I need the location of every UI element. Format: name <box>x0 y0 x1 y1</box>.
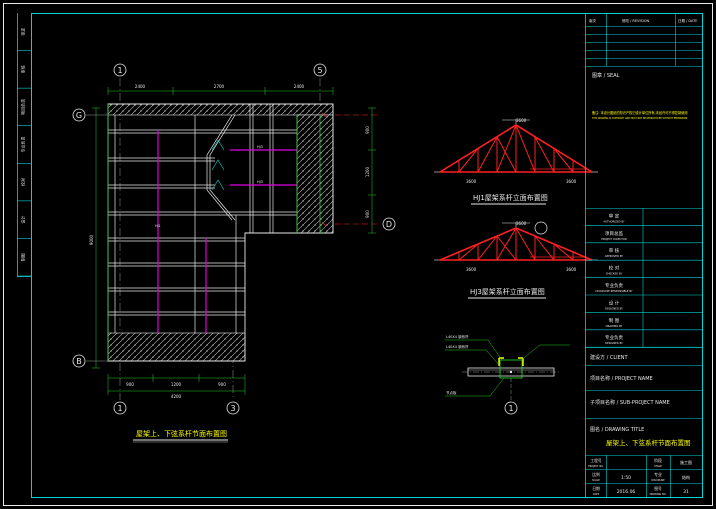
svg-text:HJ3: HJ3 <box>257 145 263 149</box>
role-label: 项目总监 <box>605 230 623 237</box>
role-label: 专业负责 <box>605 334 623 341</box>
discipline-value: 结构 <box>682 474 690 480</box>
truss2-right-dim: 3600 <box>566 267 577 272</box>
axis-bottom-right: 3 <box>230 404 235 413</box>
axis-left-bottom: B <box>76 357 82 366</box>
project-no-en: PROJECT NO. <box>588 465 604 468</box>
role-label-en: CHECKED BY <box>606 272 623 276</box>
bottom-total-dim: 4200 <box>171 394 182 399</box>
drawing-no-en: DRAWING NO. <box>650 493 667 496</box>
detail-axis: 1 <box>508 404 513 413</box>
inner-frame <box>31 13 703 498</box>
rev-no-header: 版次 <box>589 18 597 23</box>
stage-en: STAGE <box>654 465 662 468</box>
bottom-dim-3: 900 <box>218 382 226 387</box>
role-label-en: APPROVED BY <box>605 254 624 258</box>
role-label: 审 核 <box>609 247 620 254</box>
project-name-label: 项目名称 / PROJECT NAME <box>590 375 653 382</box>
left-strip-label: 设计 <box>20 216 26 224</box>
role-label: 校 对 <box>609 265 620 272</box>
top-dim-3: 2400 <box>294 84 305 89</box>
svg-text:HJ3: HJ3 <box>257 180 263 184</box>
stage-value: 施工图 <box>680 459 692 465</box>
date-header: 日期 / DATE <box>678 18 698 23</box>
drawing-no-value: 31 <box>683 489 689 495</box>
right-dim-1: 900 <box>365 126 370 134</box>
axis-right-bottom: D <box>386 220 392 229</box>
detail-note-3: 节点板 <box>446 390 457 395</box>
axis-bottom-left: 1 <box>117 404 122 413</box>
right-dim-3: 900 <box>365 210 370 218</box>
truss1-caption: HJ1屋架系杆立面布置图 <box>473 193 548 202</box>
role-label-en: DRAWING BY <box>606 324 623 328</box>
left-strip-label: 项目负责 <box>20 99 26 115</box>
scale-label: 比例 <box>592 472 600 477</box>
date-value: 2016.06 <box>617 489 636 495</box>
revision-header: 修改 / REVISION <box>622 18 649 23</box>
top-dim-2: 2700 <box>214 84 225 89</box>
title-block: 版次 修改 / REVISION 日期 / DATE 图章 / SEAL 备注:… <box>585 13 702 497</box>
left-strip-label: 审定 <box>20 28 26 36</box>
role-label-en: DESIGNED BY <box>605 341 623 345</box>
subproject-label: 子项目名称 / SUB-PROJECT NAME <box>590 399 670 406</box>
svg-text:HJ1: HJ1 <box>155 224 161 228</box>
bottom-dim-2: 1200 <box>171 382 182 387</box>
top-dim-1: 2400 <box>135 84 146 89</box>
project-no-label: 工程号 <box>590 458 602 463</box>
node-detail: L40X4 钢系杆 L40X4 钢系杆 节点板 1 <box>445 334 570 415</box>
date-en: DATE <box>593 493 600 496</box>
drawing-title: 屋架上、下弦系杆节面布置图 <box>606 438 691 447</box>
right-dim-2: 1200 <box>365 166 370 177</box>
discipline-label: 专业 <box>654 472 662 477</box>
role-label-en: PROJECT DIRECTOR <box>601 237 627 241</box>
left-strip-label: 审核 <box>20 65 26 73</box>
note-en: THIS DRAWING IS COPYRIGHT AND MUST NOT B… <box>592 117 688 120</box>
roof-plan: 2400 2700 2400 900 1200 900 4200 9000 90… <box>72 63 396 443</box>
truss-hj1-elevation: 3600 3600 3600 HJ1屋架系杆立面布置图 <box>434 118 598 205</box>
detail-note-1: L40X4 钢系杆 <box>446 334 469 339</box>
role-label: 专业负责 <box>605 282 623 289</box>
truss2-caption: HJ3屋架系杆立面布置图 <box>470 287 545 296</box>
seal-label: 图章 / SEAL <box>592 72 620 79</box>
role-label: 审 定 <box>609 212 620 219</box>
bottom-dim-1: 900 <box>126 382 134 387</box>
note-zh: 备注: 本设计图纸的知识产权归设计单位所有,未经许可不得复制使用 <box>592 110 688 115</box>
role-label: 设 计 <box>609 299 620 306</box>
scale-value: 1:50 <box>621 475 631 481</box>
truss2-left-dim: 3600 <box>466 267 477 272</box>
truss2-top-dim: 3600 <box>516 221 527 226</box>
truss1-left-dim: 3600 <box>466 179 477 184</box>
plan-caption: 屋架上、下弦系杆节面布置图 <box>136 429 227 438</box>
scale-en: SCALE <box>592 479 600 482</box>
truss1-right-dim: 3600 <box>566 179 577 184</box>
left-strip-label: 校对 <box>20 178 26 186</box>
detail-note-2: L40X4 钢系杆 <box>446 344 469 349</box>
role-label: 制 图 <box>609 317 620 324</box>
truss-hj3-elevation: 3600 3600 3600 HJ3屋架系杆立面布置图 <box>434 221 598 299</box>
outer-frame <box>3 3 713 506</box>
truss1-top-dim: 3600 <box>516 118 527 123</box>
role-label-en: DESIGNED BY <box>605 306 623 310</box>
client-label: 建设方 / CLIENT <box>590 354 629 361</box>
axis-top-right: 5 <box>317 66 322 75</box>
left-strip-label: 专业负责 <box>20 137 26 153</box>
axis-top-left: 1 <box>117 66 122 75</box>
stage-label: 阶段 <box>654 458 662 463</box>
drawing-no-label: 图号 <box>654 486 662 491</box>
left-dim: 9000 <box>89 234 94 245</box>
role-label-en: AUTHORIZED BY <box>603 219 625 223</box>
axis-left-top: G <box>76 111 82 120</box>
role-label-en: DISCIPLINE RESPONSIBLE BY <box>595 289 633 293</box>
discipline-en: DISCIPLINE <box>651 479 665 482</box>
date-label: 日期 <box>592 486 600 491</box>
left-strip-label: 制图 <box>20 253 26 261</box>
drawing-title-label: 图名 / DRAWING TITLE <box>590 426 644 433</box>
